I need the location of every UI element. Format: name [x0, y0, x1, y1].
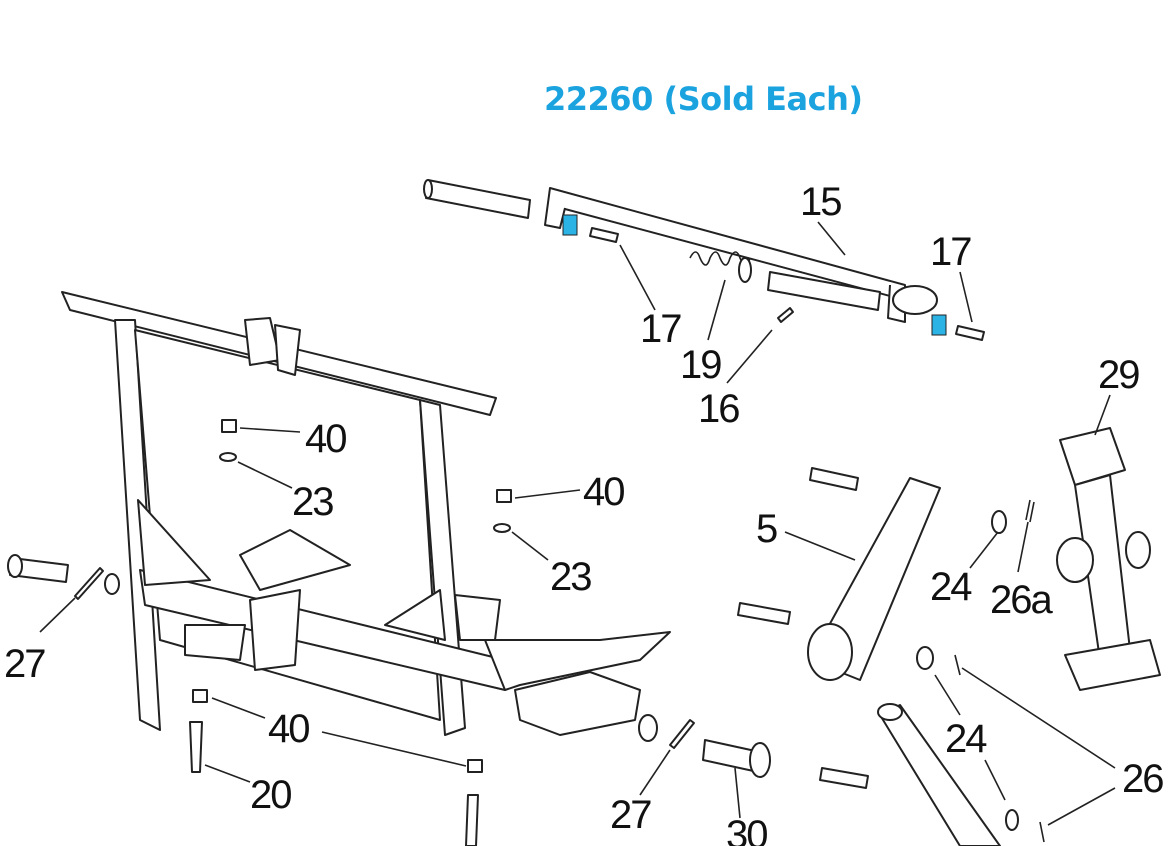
callout-15: 15 [800, 180, 841, 224]
callout-24: 24 [930, 565, 972, 609]
callout-27: 27 [4, 642, 45, 686]
callout-19: 19 [680, 343, 721, 387]
callout-40: 40 [583, 470, 624, 514]
callout-23: 23 [550, 555, 591, 599]
part-29-jack [1056, 427, 1161, 691]
middle-pin-part [767, 271, 881, 323]
callout-40: 40 [305, 417, 346, 461]
top-pin-part [423, 179, 531, 219]
callout-27: 27 [610, 793, 651, 837]
main-frame-part [61, 291, 671, 736]
callout-16: 16 [698, 387, 739, 431]
callout-20: 20 [250, 773, 291, 817]
callout-23: 23 [292, 480, 333, 524]
callout-26a: 26a [990, 578, 1053, 622]
callout-17: 17 [640, 307, 681, 351]
lower-shaft-part [877, 703, 1001, 846]
leader-lines [39, 221, 1116, 826]
callout-29: 29 [1098, 353, 1139, 397]
callout-17: 17 [930, 230, 971, 274]
callout-40: 40 [268, 707, 309, 751]
callout-30: 30 [726, 813, 767, 846]
callout-26: 26 [1122, 757, 1163, 801]
part-19-spring [689, 251, 752, 283]
callout-5: 5 [756, 507, 777, 551]
part-15-lift-bar [544, 187, 985, 341]
diagram-title: 22260 (Sold Each) [544, 80, 863, 118]
hardware-parts [7, 419, 512, 846]
callout-24: 24 [945, 717, 987, 761]
washers-pins [638, 499, 1045, 843]
part-5-arm [737, 467, 941, 789]
